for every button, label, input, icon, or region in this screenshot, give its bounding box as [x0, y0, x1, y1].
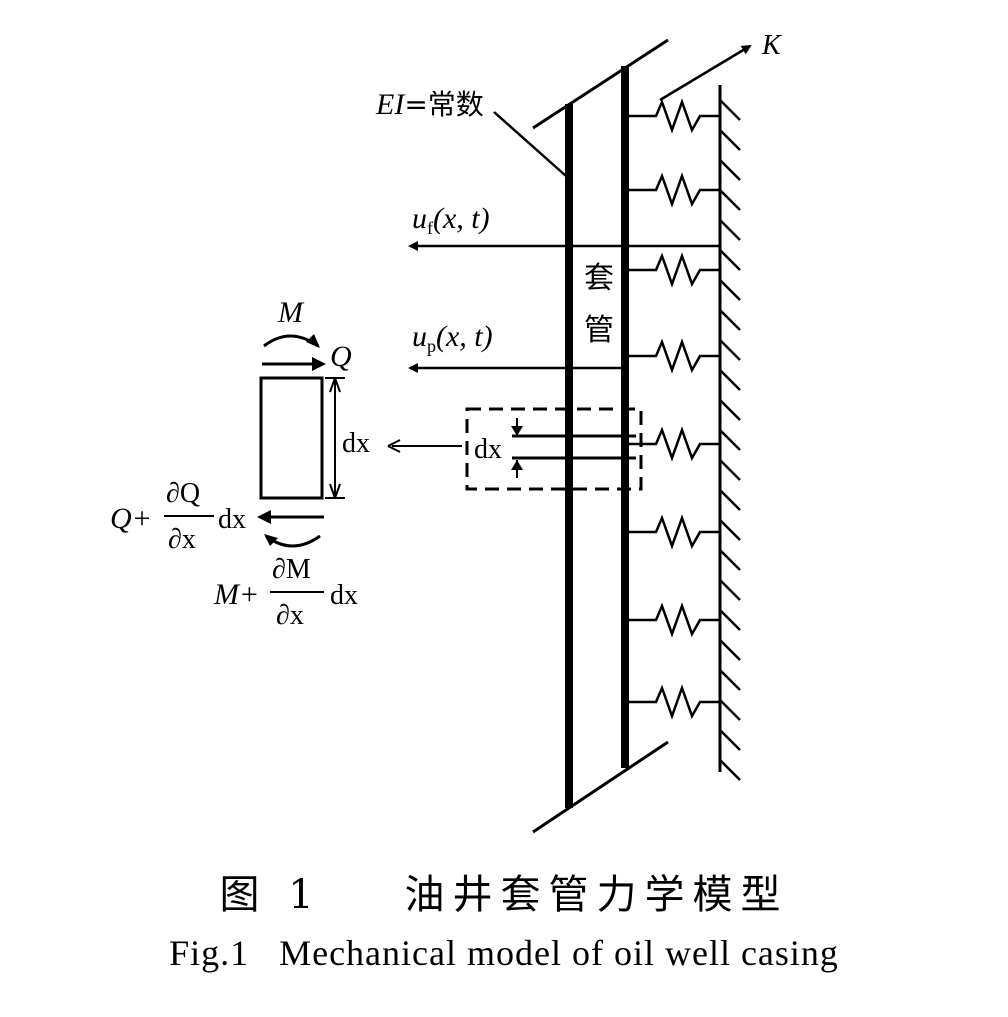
spring-elements — [629, 98, 720, 720]
stiffness-label: K — [761, 30, 782, 61]
spring — [629, 426, 720, 462]
svg-text:dx: dx — [330, 580, 358, 611]
casing-bottom-end-line — [532, 740, 669, 834]
svg-text:M+: M+ — [213, 578, 259, 611]
caption-zh-title: 油井套管力学模型 — [404, 872, 789, 918]
top-moment-label: M — [277, 296, 305, 329]
spring — [629, 684, 720, 720]
figure-caption-chinese: 图 1 油井套管力学模型 — [0, 862, 1008, 920]
ei-leader-line — [493, 111, 567, 177]
spring — [629, 602, 720, 638]
zoom-dx-label: dx — [474, 434, 502, 465]
caption-en-title: Mechanical model of oil well casing — [279, 933, 839, 973]
ei-label: EI=常数 — [375, 88, 484, 121]
zoom-pointer-arrow — [387, 439, 462, 453]
spring — [629, 338, 720, 374]
bottom-moment-expression: M+ ∂M ∂x dx — [213, 554, 358, 631]
element-zoom-box: dx — [465, 407, 643, 491]
pressure-load-arrow: up(x, t) — [408, 320, 629, 373]
top-shear-label: Q — [330, 340, 352, 373]
casing-top-end-line — [532, 38, 669, 130]
caption-zh-number: 图 1 — [219, 872, 322, 918]
stiffness-arrow — [659, 44, 752, 102]
spring — [629, 172, 720, 208]
formation-wall — [718, 85, 741, 781]
free-body-element: dx M Q Q+ ∂Q ∂x dx M+ ∂M ∂x dx — [110, 296, 370, 631]
svg-text:∂Q: ∂Q — [166, 478, 200, 509]
svg-text:∂x: ∂x — [168, 524, 196, 555]
uf-label: uf(x, t) — [412, 202, 490, 238]
fluid-load-arrow: uf(x, t) — [408, 202, 720, 251]
svg-text:∂M: ∂M — [272, 554, 311, 585]
caption-en-number: Fig.1 — [169, 933, 250, 973]
spring — [629, 98, 720, 134]
spring — [629, 514, 720, 550]
figure-caption-english: Fig.1 Mechanical model of oil well casin… — [0, 932, 1008, 974]
svg-text:∂x: ∂x — [276, 600, 304, 631]
casing-assembly: K EI=常数 套 管 — [375, 30, 782, 834]
spring — [629, 252, 720, 288]
svg-text:dx: dx — [218, 504, 246, 535]
bottom-shear-expression: Q+ ∂Q ∂x dx — [110, 478, 246, 555]
svg-text:Q+: Q+ — [110, 502, 152, 535]
casing-mechanical-model-diagram: K EI=常数 套 管 uf(x, t) up(x, t) dx — [110, 30, 782, 834]
up-label: up(x, t) — [412, 320, 493, 356]
element-dx-label: dx — [342, 428, 370, 459]
casing-label-1: 套 — [584, 261, 614, 296]
casing-label-2: 管 — [584, 313, 614, 348]
